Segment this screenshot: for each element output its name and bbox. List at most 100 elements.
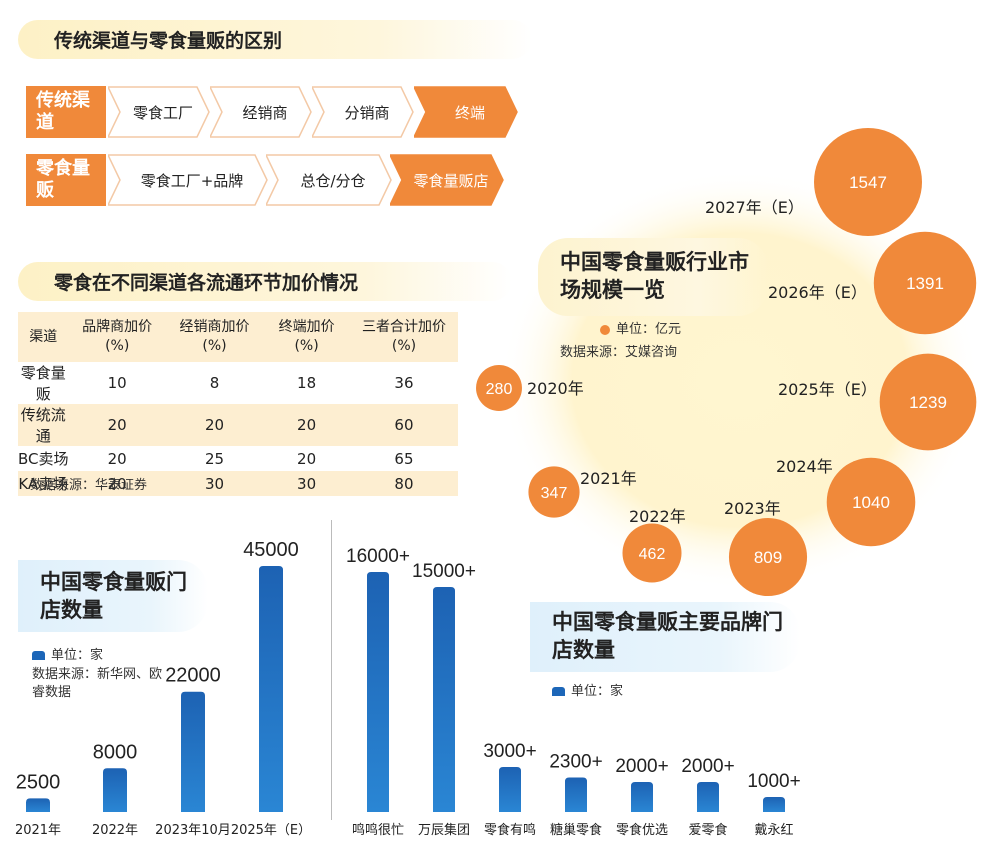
bar-value-label: 15000+	[412, 561, 476, 582]
bar-category-label: 2022年	[92, 823, 138, 838]
table-cell: 20	[68, 404, 166, 446]
flow-step-label: 终端	[454, 103, 485, 122]
brand-stores-unit: 单位：家	[552, 680, 623, 699]
bubble	[476, 365, 522, 411]
header-distributor: 经销商加价(%)	[165, 312, 264, 362]
bubble-year-label: 2023年	[724, 499, 781, 518]
table-row: 传统流通 20 20 20 60	[18, 404, 458, 446]
header-brand: 品牌商加价(%)	[68, 312, 166, 362]
table-cell: 80	[349, 471, 458, 496]
flow-arrow-polygon	[108, 86, 210, 138]
bar	[763, 797, 785, 812]
bar-value-label: 45000	[243, 539, 299, 561]
bar	[499, 767, 521, 812]
bar-value-label: 16000+	[346, 546, 410, 567]
table-source: 数据来源：华泰证券	[30, 478, 148, 493]
bar	[433, 587, 455, 812]
flow-step: 零食工厂	[108, 86, 210, 138]
bubble-year-label: 2025年（E）	[778, 380, 877, 399]
table-cell: 36	[394, 374, 414, 392]
store-count-unit: 单位：家	[32, 644, 103, 663]
bubble	[814, 128, 922, 236]
bubble	[826, 457, 916, 547]
bubble	[728, 517, 808, 597]
flow-arrow-shape	[210, 86, 312, 138]
flow-step: 零食量贩店	[390, 154, 504, 206]
bar	[631, 782, 653, 812]
table-cell: 60	[349, 404, 458, 446]
bar-category-label: 万辰集团	[418, 822, 470, 838]
table-cell: 30	[263, 471, 350, 496]
flow-arrow-shape	[108, 154, 268, 206]
bubble-year-label: 2020年	[527, 379, 584, 398]
flow-step: 分销商	[312, 86, 414, 138]
chart-divider	[331, 520, 332, 820]
bar	[697, 782, 719, 812]
blue-bar-icon	[32, 651, 45, 660]
table-cell: 65	[394, 449, 414, 468]
flow-arrow-polygon	[210, 86, 312, 138]
flow-arrow-polygon	[108, 154, 268, 206]
table-cell: 20	[165, 404, 264, 446]
bar	[565, 777, 587, 812]
table-cell: 零食量贩	[20, 364, 66, 403]
flow-step-label: 分销商	[344, 103, 390, 122]
markup-table: 渠道 品牌商加价(%) 经销商加价(%) 终端加价(%) 三者合计加价(%) 零…	[18, 312, 458, 496]
bar-category-label: 爱零食	[688, 822, 727, 838]
flow-step: 总仓/分仓	[266, 154, 392, 206]
bar-category-label: 2023年10月	[155, 823, 231, 838]
flow-step-label: 零食量贩店	[413, 171, 489, 190]
table-cell: BC卖场	[18, 450, 69, 468]
brand-stores-title: 中国零食量贩主要品牌门店数量	[552, 610, 783, 662]
bubble-year-label: 2026年（E）	[768, 283, 867, 302]
row-label-traditional: 传统渠道	[26, 86, 106, 138]
flow-step-label: 零食工厂+品牌	[140, 171, 244, 190]
flow-arrow-polygon	[414, 86, 518, 138]
flow-step: 经销商	[210, 86, 312, 138]
bar	[259, 566, 283, 812]
table-cell: 20	[263, 404, 350, 446]
bar-category-label: 零食有鸣	[484, 822, 536, 838]
table-cell: 25	[204, 449, 225, 468]
bar-value-label: 2500	[16, 771, 61, 793]
bar	[103, 768, 127, 812]
bar-category-label: 2025年（E）	[231, 823, 311, 838]
header-terminal: 终端加价(%)	[263, 312, 350, 362]
bubble-value-label: 347	[541, 485, 568, 502]
flow-step: 零食工厂+品牌	[108, 154, 268, 206]
row-label-snack-retail: 零食量贩	[26, 154, 106, 206]
flow-arrow-shape	[414, 86, 518, 138]
bar	[367, 572, 389, 812]
bubble-title: 中国零食量贩行业市场规模一览	[560, 250, 749, 302]
bar	[26, 798, 50, 812]
flow-arrow-polygon	[266, 154, 392, 206]
table-row: BC卖场 20 25 20 65	[18, 446, 458, 471]
flow-arrow-shape	[390, 154, 504, 206]
table-cell: 8	[209, 374, 220, 392]
bar-value-label: 2000+	[615, 756, 668, 777]
header-total: 三者合计加价(%)	[349, 312, 458, 362]
bubble	[528, 466, 580, 518]
flow-step-label: 零食工厂	[132, 103, 193, 122]
bar-category-label: 戴永红	[754, 822, 793, 838]
flow-arrow-polygon	[390, 154, 504, 206]
bar-value-label: 2300+	[549, 752, 602, 773]
brand-stores-title-box	[530, 602, 800, 672]
bar-value-label: 8000	[93, 741, 138, 763]
bar-category-label: 鸣鸣很忙	[352, 822, 404, 838]
table-cell: 传统流通	[18, 404, 69, 446]
bar-value-label: 3000+	[483, 741, 536, 762]
bar-category-label: 零食优选	[616, 822, 668, 838]
bar-value-label: 1000+	[747, 771, 800, 792]
bar-value-label: 22000	[165, 665, 221, 687]
table-cell: 10	[107, 374, 127, 392]
brand-stores-bar-chart: 16000+鸣鸣很忙15000+万辰集团3000+零食有鸣2300+糖巢零食20…	[346, 546, 801, 838]
section1-title: 传统渠道与零食量贩的区别	[18, 20, 532, 59]
bubble-unit-text: 单位：亿元	[616, 322, 682, 337]
store-count-source: 数据来源：新华网、欧睿数据	[32, 667, 163, 700]
bubble-unit: 单位：亿元	[600, 318, 681, 337]
bubble-year-label: 2021年	[580, 469, 637, 488]
table-cell: 20	[297, 449, 317, 468]
flow-step-label: 总仓/分仓	[300, 171, 366, 190]
